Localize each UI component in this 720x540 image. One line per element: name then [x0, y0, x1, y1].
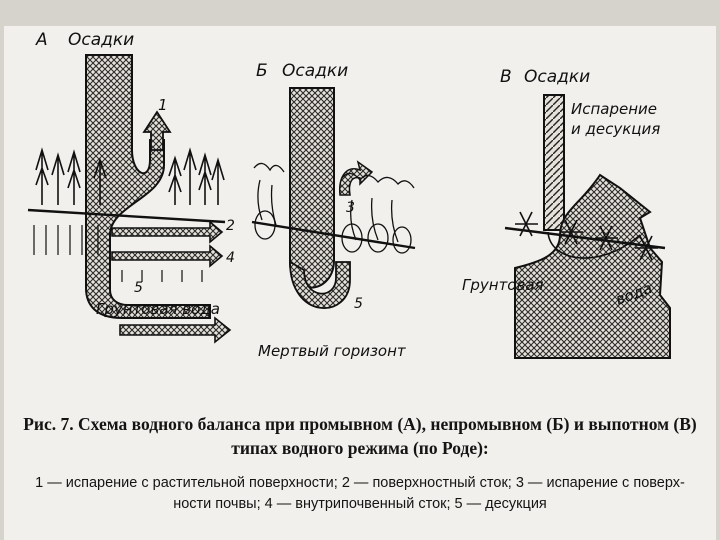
panel-v: В Осадки Испарение и десукция Грунтовая … [462, 67, 671, 359]
panel-v-letter: В [500, 67, 512, 87]
panel-b-loop [289, 260, 351, 309]
panel-a-vegetation [35, 147, 225, 205]
panel-v-capillary-fringe [547, 231, 641, 259]
caption-title-line-1: Рис. 7. Схема водного баланса при промыв… [23, 414, 697, 434]
panel-a-arrow-1 [142, 110, 172, 151]
panel-v-ground-line [504, 226, 666, 250]
panel-v-evaporation-label-1: Испарение [571, 100, 657, 118]
caption-legend-line-1: 1 — испарение с растительной поверхности… [35, 475, 685, 491]
panel-v-plants [515, 211, 658, 261]
panel-v-groundwater-label-left: Грунтовая [462, 276, 544, 294]
panel-a: А Осадки 1 2 4 [27, 30, 235, 344]
panel-a-groundwater-arrow [119, 316, 232, 344]
panel-a-letter: А [35, 30, 48, 50]
caption-title-line-2: типах водного режима (по Роде): [231, 438, 489, 458]
panel-v-title: Осадки [524, 67, 590, 87]
panel-v-evaporation-column [543, 94, 565, 231]
panel-b-ground-line [251, 220, 416, 250]
panel-b: Б Осадки 3 5 Мертвый горизонт [251, 61, 416, 360]
panel-b-grass-roots [253, 162, 415, 254]
panel-b-dead-horizon-label: Мертвый горизонт [258, 342, 407, 360]
panel-a-number-2: 2 [226, 218, 235, 234]
panel-a-number-5: 5 [134, 280, 143, 296]
panel-v-evaporation-label-2: и десукция [571, 120, 660, 138]
panel-a-arrow-2 [111, 220, 224, 244]
panel-a-title: Осадки [68, 30, 134, 50]
panel-a-roots [33, 225, 203, 282]
panel-b-title: Осадки [282, 61, 348, 81]
panel-a-number-1: 1 [158, 96, 168, 114]
panel-a-arrow-4 [111, 244, 224, 268]
panel-b-number-5: 5 [354, 296, 363, 312]
panel-a-number-4: 4 [226, 250, 235, 266]
panel-b-letter: Б [256, 61, 268, 81]
panel-b-column [289, 87, 335, 289]
caption-legend-line-2: ности почвы; 4 — внутрипочвенный сток; 5… [173, 496, 547, 512]
panel-a-ground-surface [27, 208, 226, 224]
panel-v-groundwater-mass [514, 173, 671, 359]
panel-a-groundwater-label: Грунтовая вода [96, 300, 220, 318]
